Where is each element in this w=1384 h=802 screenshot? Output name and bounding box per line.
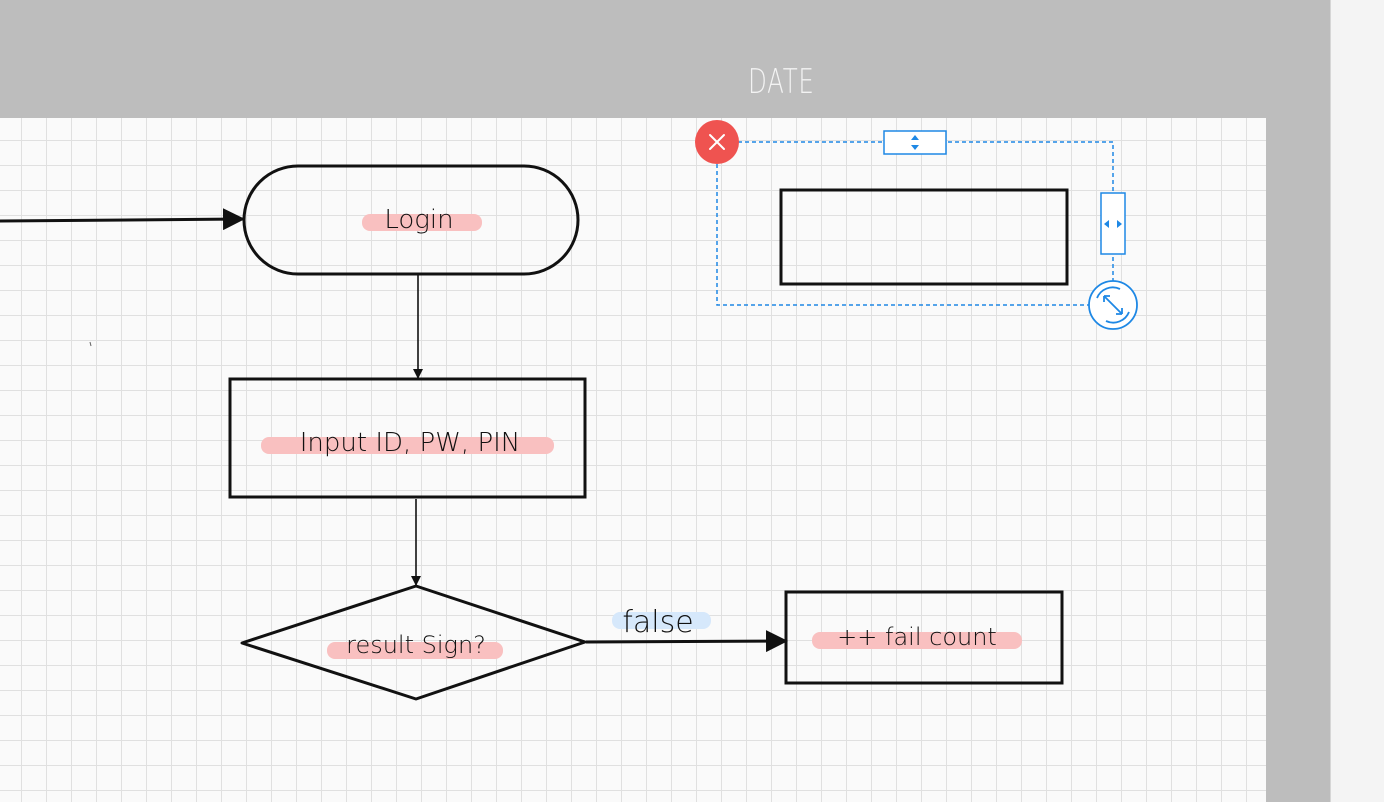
rotate-scale-handle[interactable]	[1088, 280, 1138, 330]
decision-highlight	[327, 642, 503, 659]
input-highlight	[261, 437, 554, 454]
input-process-label: Input ID, PW, PIN	[300, 428, 521, 458]
vertical-resize-handle[interactable]	[883, 130, 947, 155]
selection-frame[interactable]	[695, 120, 1138, 330]
grid-notebook-page[interactable]	[0, 118, 1266, 802]
false-edge-label: false	[622, 605, 693, 640]
incoming-arrow[interactable]	[0, 208, 245, 231]
selected-empty-rectangle[interactable]	[779, 188, 1069, 286]
login-terminator-shape[interactable]	[242, 164, 580, 276]
delete-selection-button[interactable]	[695, 120, 739, 164]
stray-pen-mark	[89, 341, 92, 347]
fail-count-label: ++ fail count	[837, 623, 997, 651]
login-label: Login	[384, 205, 453, 235]
decision-label: result Sign?	[346, 631, 486, 659]
fail-highlight	[812, 632, 1022, 649]
horizontal-resize-handle[interactable]	[1100, 192, 1126, 255]
text-highlights	[261, 214, 1022, 659]
false-highlight	[612, 612, 711, 629]
decision-diamond-shape[interactable]	[240, 584, 587, 701]
close-icon	[709, 134, 725, 150]
resize-horizontal-icon	[1104, 220, 1122, 228]
rotate-resize-icon	[1096, 286, 1130, 324]
fail-count-process-shape[interactable]	[784, 590, 1064, 685]
resize-vertical-icon	[911, 135, 919, 150]
login-highlight	[362, 214, 482, 231]
selection-bounding-box	[716, 141, 1114, 306]
right-side-panel	[1330, 0, 1384, 802]
false-edge-arrow[interactable]	[585, 630, 788, 653]
input-process-shape[interactable]	[228, 377, 587, 499]
